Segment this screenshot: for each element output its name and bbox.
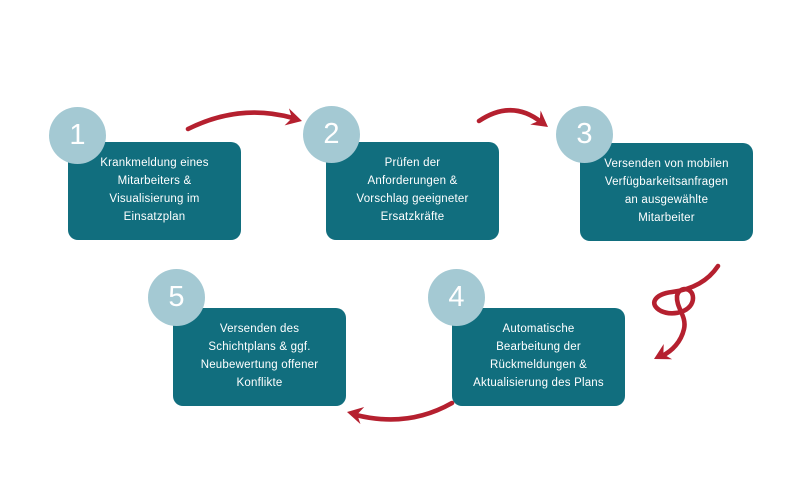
step-2-label: Prüfen der Anforderungen & Vorschlag gee… <box>356 157 469 223</box>
step-5-number-badge: 5 <box>148 269 205 326</box>
step-1-card: Krankmeldung eines Mitarbeiters & Visual… <box>68 142 241 240</box>
step-1-number-badge: 1 <box>49 107 106 164</box>
arrow-step1-to-step2-icon <box>185 108 302 132</box>
arrow-step4-to-step5-icon <box>347 400 455 425</box>
step-5-number: 5 <box>168 281 185 313</box>
step-1-label: Krankmeldung eines Mitarbeiters & Visual… <box>100 157 209 223</box>
arrow-step3-to-step4-loop-icon <box>652 263 721 360</box>
step-2-card: Prüfen der Anforderungen & Vorschlag gee… <box>326 142 499 240</box>
step-3-number-badge: 3 <box>556 106 613 163</box>
step-4-label: Automatische Bearbeitung der Rückmeldung… <box>473 323 604 389</box>
step-3-number: 3 <box>576 118 593 150</box>
step-4-number: 4 <box>448 281 465 313</box>
step-3-label: Versenden von mobilen Verfügbarkeitsanfr… <box>604 158 729 224</box>
step-4-card: Automatische Bearbeitung der Rückmeldung… <box>452 308 625 406</box>
step-5-label: Versenden des Schichtplans & ggf. Neubew… <box>200 323 319 389</box>
step-5-card: Versenden des Schichtplans & ggf. Neubew… <box>173 308 346 406</box>
step-4-number-badge: 4 <box>428 269 485 326</box>
step-2-number: 2 <box>323 118 340 150</box>
step-3-card: Versenden von mobilen Verfügbarkeitsanfr… <box>580 143 753 241</box>
step-1-number: 1 <box>69 119 86 151</box>
step-2-number-badge: 2 <box>303 106 360 163</box>
arrow-step2-to-step3-icon <box>476 108 548 127</box>
